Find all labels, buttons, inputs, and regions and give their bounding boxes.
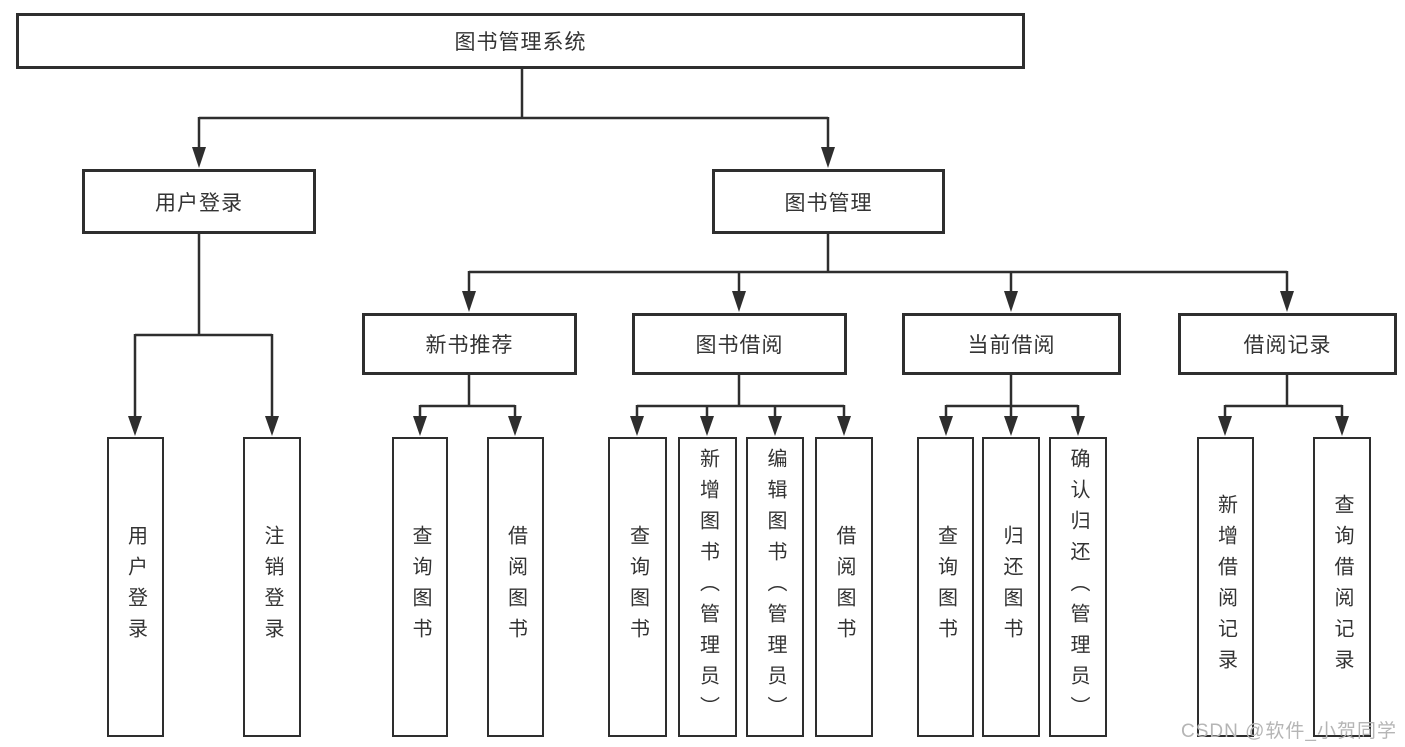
leaf-query-books-current: 查询图书: [917, 437, 974, 737]
leaf-logout: 注销登录: [243, 437, 301, 737]
csdn-watermark: CSDN @软件_小贺同学: [1181, 721, 1397, 742]
node-user-login: 用户登录: [82, 169, 316, 234]
leaf-add-borrow-record: 新增借阅记录: [1197, 437, 1254, 737]
leaf-label: 确认归还（管理员）: [1067, 447, 1089, 727]
leaf-borrow-books: 借阅图书: [815, 437, 873, 737]
leaf-edit-book-admin: 编辑图书（管理员）: [746, 437, 804, 737]
leaf-label: 注销登录: [261, 525, 283, 649]
node-label: 新书推荐: [425, 334, 514, 357]
node-library-management-system: 图书管理系统: [16, 13, 1025, 69]
leaf-label: 查询借阅记录: [1331, 494, 1353, 680]
node-label: 当前借阅: [967, 334, 1056, 357]
leaf-add-book-admin: 新增图书（管理员）: [678, 437, 737, 737]
leaf-label: 归还图书: [1000, 525, 1022, 649]
leaf-label: 借阅图书: [833, 525, 855, 649]
node-new-book-recommend: 新书推荐: [362, 313, 577, 375]
leaf-label: 查询图书: [934, 525, 957, 649]
leaf-user-login: 用户登录: [107, 437, 164, 737]
leaf-query-borrow-record: 查询借阅记录: [1313, 437, 1371, 737]
node-borrow-records: 借阅记录: [1178, 313, 1397, 375]
node-label: 图书管理: [784, 191, 873, 215]
node-label: 图书借阅: [695, 334, 784, 357]
leaf-label: 编辑图书（管理员）: [764, 447, 786, 727]
leaf-label: 新增借阅记录: [1214, 494, 1237, 680]
leaf-label: 用户登录: [124, 525, 147, 649]
leaf-return-books: 归还图书: [982, 437, 1040, 737]
node-book-borrow: 图书借阅: [632, 313, 847, 375]
node-current-borrow: 当前借阅: [902, 313, 1121, 375]
leaf-query-books-recommend: 查询图书: [392, 437, 448, 737]
leaf-label: 借阅图书: [504, 525, 527, 649]
leaf-confirm-return-admin: 确认归还（管理员）: [1049, 437, 1107, 737]
node-label: 用户登录: [155, 191, 243, 215]
node-label: 借阅记录: [1243, 334, 1332, 357]
leaf-borrow-books-recommend: 借阅图书: [487, 437, 544, 737]
leaf-label: 查询图书: [626, 525, 649, 649]
node-book-management: 图书管理: [712, 169, 945, 234]
node-label: 图书管理系统: [454, 31, 587, 54]
arrowheads: [128, 147, 1349, 436]
leaf-label: 新增图书（管理员）: [696, 447, 719, 727]
leaf-query-books-borrow: 查询图书: [608, 437, 667, 737]
leaf-label: 查询图书: [409, 525, 431, 649]
